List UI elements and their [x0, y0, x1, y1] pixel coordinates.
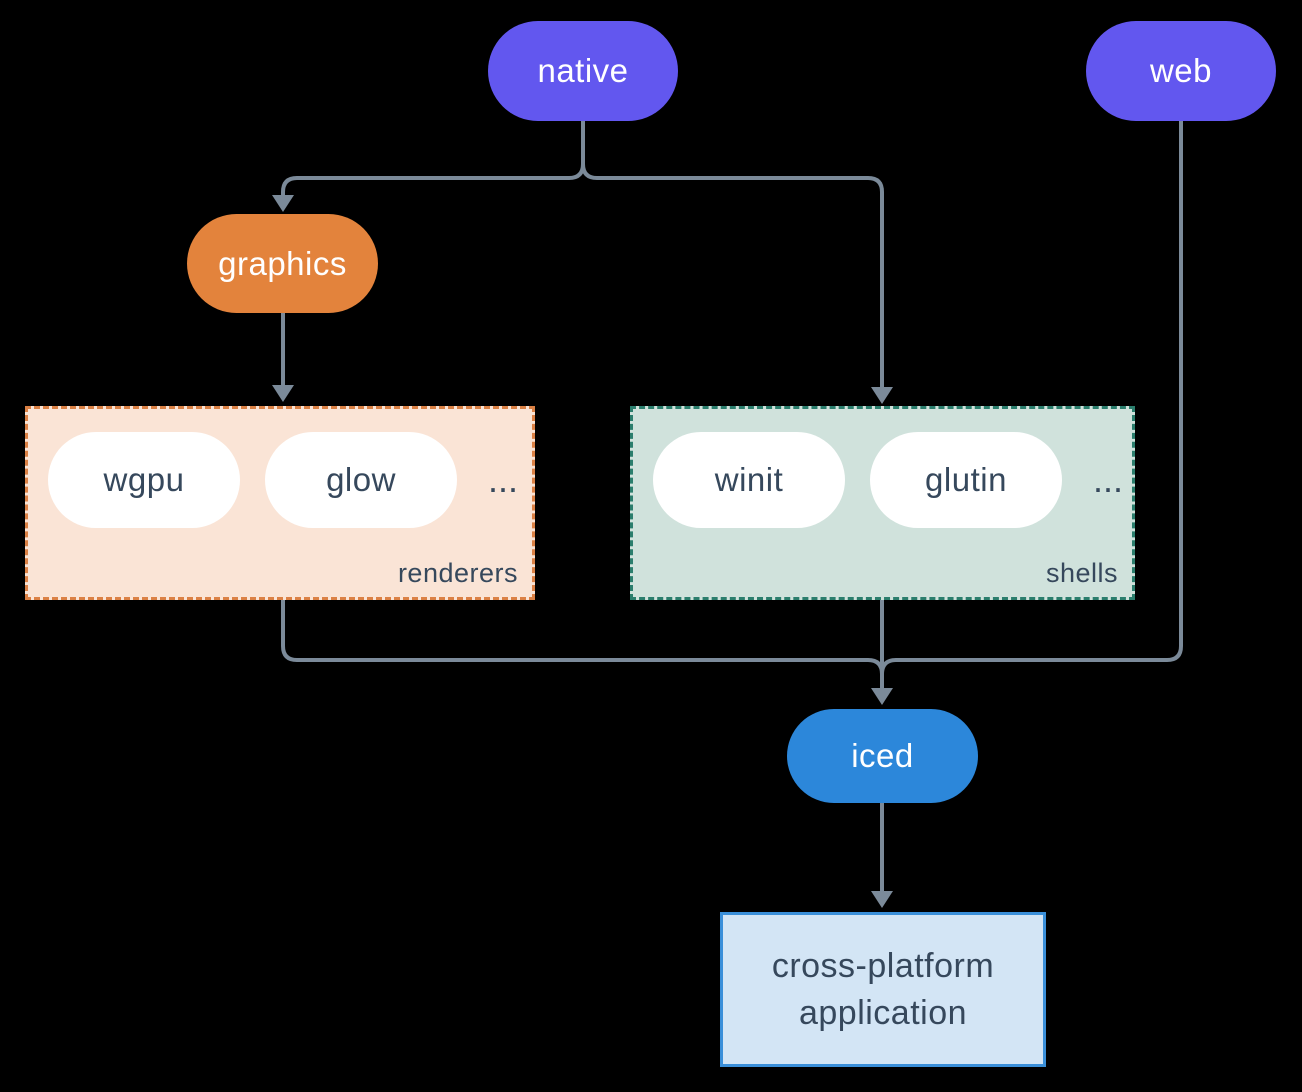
node-web: web	[1086, 21, 1276, 121]
node-graphics-label: graphics	[218, 244, 347, 282]
chip-glow-label: glow	[326, 461, 396, 498]
chip-glutin-label: glutin	[925, 461, 1007, 498]
node-native: native	[488, 21, 678, 121]
renderers-group-label: renderers	[397, 558, 518, 588]
edge-renderers-iced	[281, 600, 884, 688]
node-graphics: graphics	[187, 214, 378, 313]
chip-wgpu-label: wgpu	[103, 461, 185, 498]
edge-native-graphics	[281, 121, 585, 196]
chip-winit: winit	[653, 432, 845, 528]
node-cross-platform-application: cross-platform application	[720, 912, 1046, 1067]
renderers-ellipsis: ...	[487, 459, 518, 500]
chip-winit-label: winit	[714, 461, 784, 498]
shells-group-label: shells	[1045, 558, 1118, 588]
node-iced: iced	[787, 709, 978, 803]
arrowhead-into-application	[871, 891, 893, 908]
application-label: cross-platform application	[771, 946, 995, 1032]
edge-native-shells	[581, 121, 884, 388]
chip-glutin: glutin	[870, 432, 1062, 528]
shells-ellipsis: ...	[1092, 459, 1123, 500]
group-renderers: wgpu glow ... renderers	[25, 406, 535, 600]
chip-glow: glow	[265, 432, 457, 528]
arrowhead-into-shells	[871, 387, 893, 404]
arrowhead-into-graphics	[272, 195, 294, 212]
group-shells: winit glutin ... shells	[630, 406, 1135, 600]
node-native-label: native	[537, 52, 629, 89]
node-iced-label: iced	[851, 737, 914, 774]
arrowhead-into-renderers	[272, 385, 294, 402]
chip-wgpu: wgpu	[48, 432, 240, 528]
arrowhead-into-iced	[871, 688, 893, 705]
node-web-label: web	[1149, 52, 1213, 89]
